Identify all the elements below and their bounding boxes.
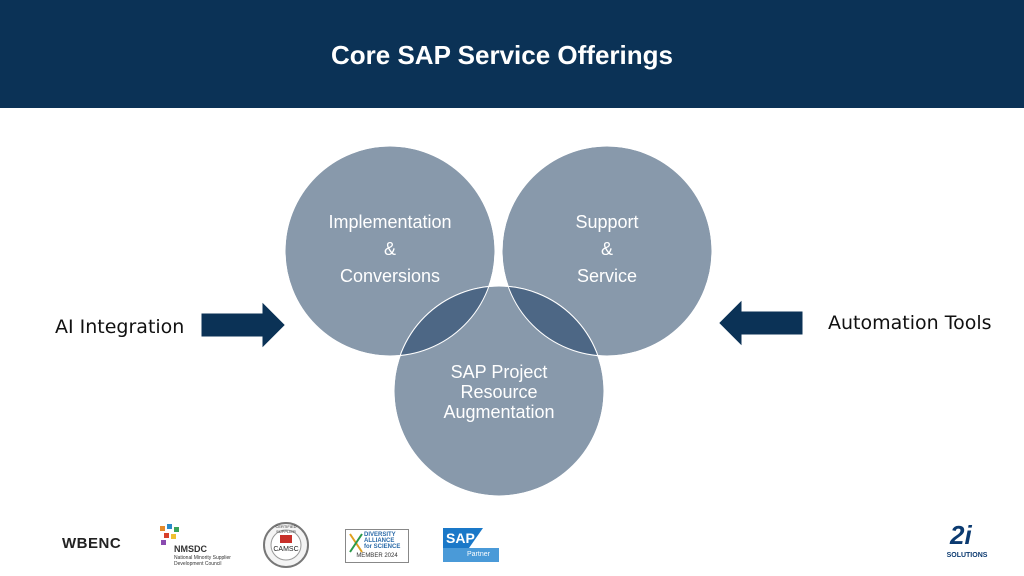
automation-tools-label: Automation Tools: [828, 312, 992, 334]
overlap-right: [502, 286, 604, 356]
camsc-seal: CERTIFIED SUPPLIER CAMSC: [262, 521, 310, 569]
company-logo: 2i SOLUTIONS: [946, 520, 988, 559]
dna-icon: [349, 533, 363, 553]
overlap-left: [394, 286, 495, 356]
sap-partner-logo: SAP Partner: [443, 528, 499, 562]
arrow-left-icon: [719, 300, 803, 346]
nmsdc-mark-icon: [160, 524, 179, 545]
nmsdc-logo: NMSDC National Minority Supplier Develop…: [158, 524, 238, 568]
page-title: Core SAP Service Offerings: [331, 40, 673, 70]
seal-icon: [263, 522, 309, 568]
ai-integration-label: AI Integration: [55, 316, 185, 338]
wbenc-logo: WBENC: [62, 535, 122, 552]
circle-label-support: Support & Service: [575, 212, 639, 286]
circle-label-implementation: Implementation & Conversions: [328, 212, 452, 286]
sap-logo-icon: [443, 528, 499, 562]
arrow-right-icon: [201, 302, 285, 348]
diversity-alliance-logo: DIVERSITY ALLIANCE for SCIENCE MEMBER 20…: [345, 529, 409, 563]
circle-label-augmentation: SAP Project Resource Augmentation: [443, 362, 555, 422]
header-banner: Core SAP Service Offerings: [0, 0, 1024, 108]
